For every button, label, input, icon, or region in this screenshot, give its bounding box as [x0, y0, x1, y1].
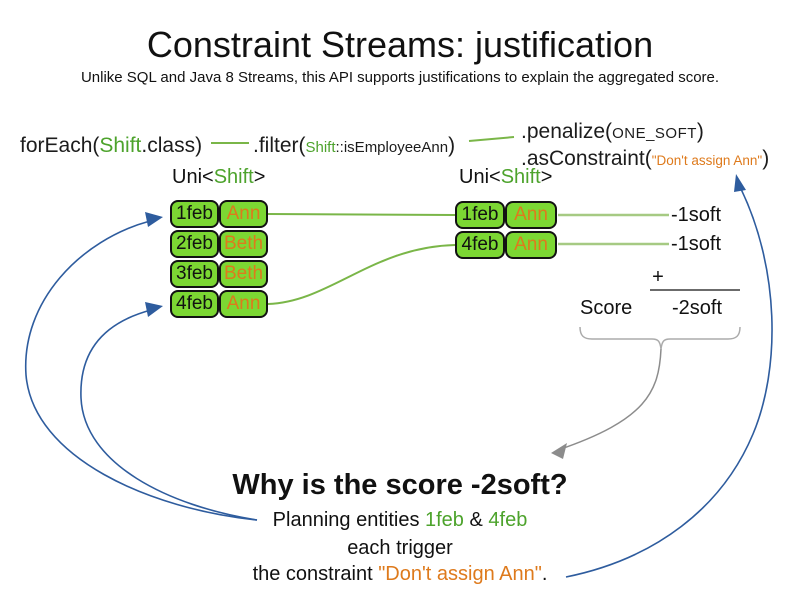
- employee-cell: Beth: [219, 260, 268, 288]
- code-penalize-arg: ONE_SOFT: [612, 125, 697, 142]
- score-label: Score: [580, 297, 633, 319]
- right-stream-row-4feb: 4feb Ann: [455, 231, 557, 259]
- right-stream-label-type: Shift: [500, 166, 541, 188]
- employee-cell: Ann: [219, 290, 268, 318]
- score-total: -2soft: [672, 297, 723, 319]
- employee-cell: Ann: [505, 201, 557, 229]
- code-penalize: .penalize(ONE_SOFT): [521, 120, 704, 144]
- code-filter-post: ): [448, 134, 456, 157]
- code-foreach: forEach(Shift.class): [20, 134, 202, 158]
- page-title: Constraint Streams: justification: [146, 24, 654, 65]
- left-stream-label-pre: Uni<: [172, 166, 214, 188]
- stream-connector-1feb: [267, 213, 456, 216]
- blue-arrowhead-constraint-icon: [734, 174, 746, 192]
- explanation-line3-pre: the constraint: [252, 563, 379, 585]
- right-stream-label-post: >: [540, 166, 553, 188]
- right-stream-label-pre: Uni<: [459, 166, 501, 188]
- left-stream-label: Uni<Shift>: [172, 166, 265, 189]
- penalty-value-2: -1soft: [671, 233, 722, 255]
- blue-arrowhead-1feb-icon: [145, 212, 163, 227]
- blue-arrowhead-4feb-icon: [145, 302, 163, 317]
- left-stream-label-post: >: [253, 166, 266, 188]
- explanation-entity-1feb: 1feb: [425, 509, 464, 531]
- left-stream-row-1feb: 1feb Ann: [170, 200, 268, 228]
- plus-sign: +: [652, 266, 664, 288]
- penalty-value-1: -1soft: [671, 204, 722, 226]
- code-asconstraint: .asConstraint("Don't assign Ann"): [521, 147, 769, 171]
- date-cell: 1feb: [455, 201, 505, 229]
- left-stream-row-3feb: 3feb Beth: [170, 260, 268, 288]
- right-stream-row-1feb: 1feb Ann: [455, 201, 557, 229]
- code-penalize-pre: .penalize(: [521, 120, 613, 143]
- date-cell: 3feb: [170, 260, 219, 288]
- employee-cell: Ann: [505, 231, 557, 259]
- explanation-line2: each trigger: [347, 537, 453, 559]
- explanation-line3: the constraint "Don't assign Ann".: [0, 563, 800, 586]
- employee-cell: Beth: [219, 230, 268, 258]
- explanation-line3-post: .: [541, 563, 548, 585]
- left-stream-row-2feb: 2feb Beth: [170, 230, 268, 258]
- date-cell: 1feb: [170, 200, 219, 228]
- date-cell: 4feb: [170, 290, 219, 318]
- gray-arrowhead-icon: [551, 443, 567, 459]
- explanation-entity-4feb: 4feb: [488, 509, 528, 531]
- code-filter-method: ::isEmployeeAnn: [335, 139, 449, 156]
- explanation-line1-mid: &: [463, 509, 489, 531]
- gray-arrow-curve: [557, 348, 662, 451]
- date-cell: 2feb: [170, 230, 219, 258]
- code-penalize-post: ): [696, 120, 704, 143]
- stream-connector-4feb: [267, 244, 456, 305]
- explanation-line1: Planning entities 1feb & 4feb: [0, 509, 800, 532]
- explanation-constraint-name: "Don't assign Ann": [378, 563, 542, 585]
- left-stream-row-4feb: 4feb Ann: [170, 290, 268, 318]
- code-foreach-post: .class): [141, 134, 203, 157]
- code-asconstraint-post: ): [762, 147, 770, 170]
- page-subtitle: Unlike SQL and Java 8 Streams, this API …: [80, 69, 720, 86]
- code-connector-line-2: [468, 136, 515, 142]
- code-filter-pre: .filter(: [253, 134, 306, 157]
- code-filter: .filter(Shift::isEmployeeAnn): [253, 134, 455, 158]
- right-stream-label: Uni<Shift>: [459, 166, 552, 189]
- code-asconstraint-pre: .asConstraint(: [521, 147, 652, 170]
- code-asconstraint-arg: "Don't assign Ann": [651, 153, 763, 168]
- date-cell: 4feb: [455, 231, 505, 259]
- code-filter-type: Shift: [305, 139, 336, 156]
- left-stream-label-type: Shift: [213, 166, 254, 188]
- score-brace: [579, 326, 741, 350]
- explanation-question: Why is the score -2soft?: [232, 469, 568, 501]
- explanation-line1-pre: Planning entities: [272, 509, 425, 531]
- employee-cell: Ann: [219, 200, 268, 228]
- code-foreach-type: Shift: [99, 134, 142, 157]
- code-foreach-pre: forEach(: [20, 134, 100, 157]
